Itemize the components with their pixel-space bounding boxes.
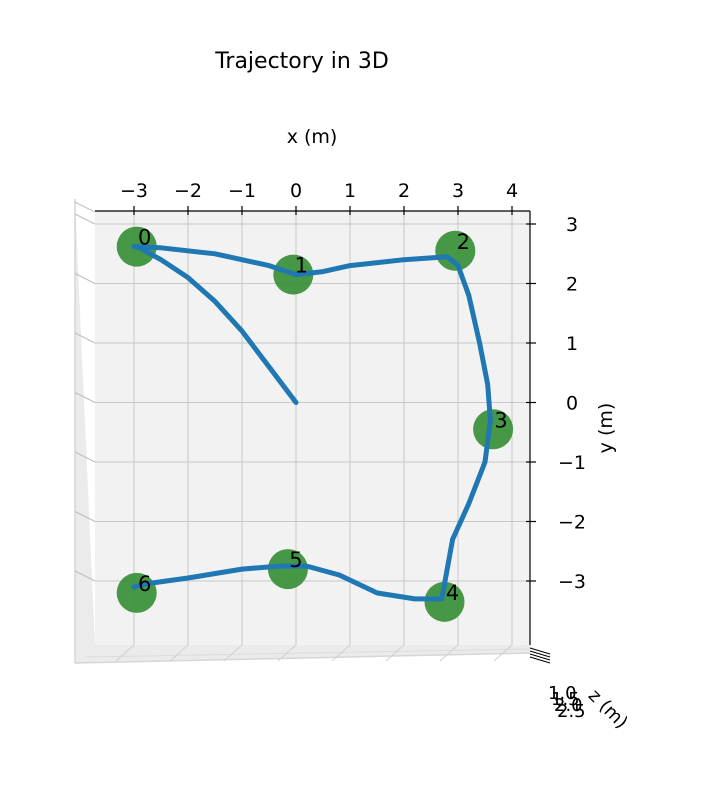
z-gridline — [74, 332, 96, 344]
y-tick-label: 2 — [566, 274, 578, 296]
z-gridline — [74, 511, 96, 522]
z-gridline — [74, 392, 96, 403]
y-tick-label: −3 — [558, 571, 586, 593]
waypoint-marker — [435, 230, 476, 271]
waypoint-marker — [267, 549, 308, 590]
y-tick-label: 0 — [566, 393, 578, 415]
waypoint-label: 2 — [457, 230, 470, 254]
waypoint-label: 4 — [446, 581, 459, 605]
chart-axes — [95, 206, 551, 664]
waypoint-label: 5 — [289, 548, 302, 572]
x-tick-label: 0 — [290, 180, 302, 202]
trajectory-line — [131, 244, 493, 602]
x-tick-label: −1 — [228, 180, 256, 202]
y-tick-label: 3 — [566, 214, 578, 236]
y-tick-label: −1 — [558, 452, 586, 474]
x-tick-label: 2 — [398, 180, 410, 202]
z-gridline — [74, 213, 96, 225]
x-tick-label: −3 — [120, 180, 148, 202]
back-pane — [95, 211, 530, 645]
z-tick-mark — [529, 656, 551, 664]
z-gridline — [74, 451, 96, 463]
y-axis-label: y (m) — [595, 403, 617, 454]
z-tick-label: 2.0 — [554, 695, 583, 716]
y-tick-label: 1 — [566, 333, 578, 355]
x-tick-label: 4 — [506, 180, 518, 202]
x-tick-label: 1 — [344, 180, 356, 202]
z-tick-label: 1.0 — [548, 683, 577, 704]
z-gridline — [169, 644, 189, 662]
chart-tick-labels: −3 −2 −1 0 1 2 3 4 3 2 1 0 −1 −2 −3 1.01.52.02.5 — [120, 180, 586, 722]
z-gridline — [115, 644, 135, 662]
z-tick-mark — [529, 653, 551, 661]
z-gridline — [385, 644, 405, 662]
waypoint-label: 1 — [295, 254, 308, 278]
z-tick-mark — [529, 647, 551, 655]
chart-series: 0 1 2 3 4 5 6 — [116, 226, 514, 622]
chart-title: Trajectory in 3D — [214, 49, 389, 74]
y-tick-label: −2 — [558, 512, 586, 534]
x-tick-label: −2 — [174, 180, 202, 202]
z-gridline — [331, 644, 351, 662]
z-gridline — [277, 644, 297, 662]
z-gridline — [74, 201, 96, 213]
waypoint-label: 6 — [138, 572, 151, 596]
waypoint-label: 0 — [138, 226, 151, 250]
z-gridline — [74, 570, 96, 582]
z-gridline — [493, 644, 513, 662]
chart-grid — [74, 201, 530, 662]
z-gridline — [439, 644, 459, 662]
pane-edge-line — [84, 648, 531, 658]
waypoint-marker — [424, 581, 465, 622]
pane-edge-line — [74, 652, 531, 664]
z-tick-mark — [529, 650, 551, 658]
x-tick-label: 3 — [452, 180, 464, 202]
z-axis-label: z (m) — [584, 685, 632, 733]
z-gridline — [223, 644, 243, 662]
z-tick-label: 2.5 — [557, 701, 586, 722]
waypoint-label: 3 — [494, 408, 507, 432]
waypoint-marker — [473, 409, 514, 450]
x-axis-label: x (m) — [287, 126, 338, 148]
z-tick-label: 1.5 — [551, 689, 580, 710]
chart-panes — [74, 199, 531, 664]
z-gridline — [74, 273, 96, 284]
